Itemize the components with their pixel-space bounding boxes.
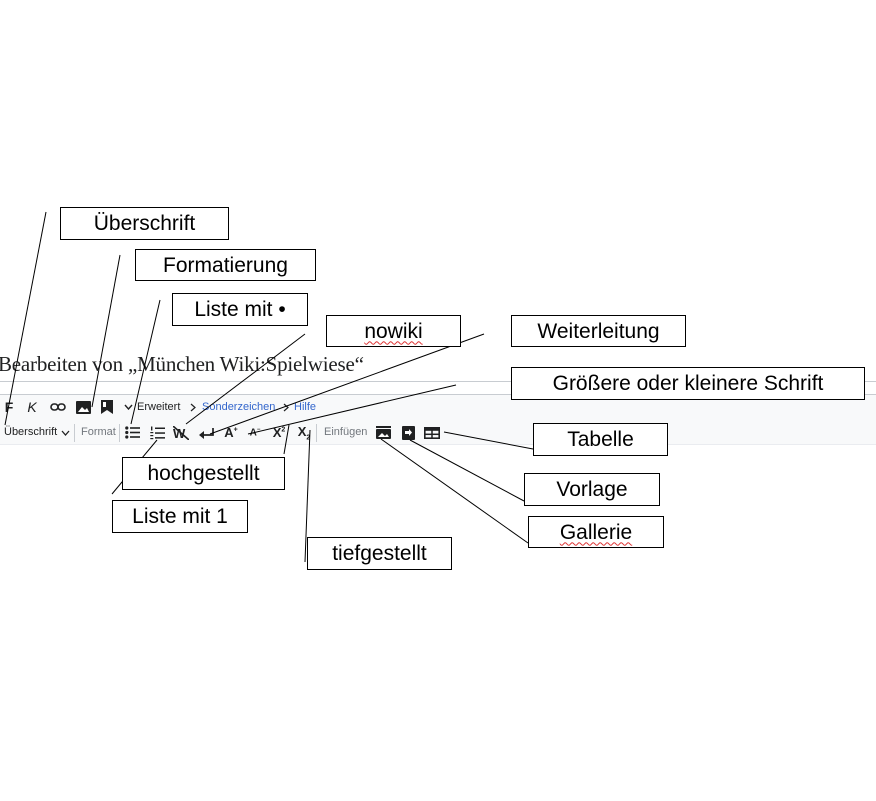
- smaller-font-button[interactable]: A−: [247, 424, 263, 441]
- heading-select[interactable]: Überschrift: [4, 426, 58, 438]
- text-bigger-icon: A+: [224, 425, 238, 440]
- callout-weiterleitung: Weiterleitung: [511, 315, 686, 347]
- superscript-icon: X2: [272, 425, 286, 440]
- link-button[interactable]: [49, 398, 67, 416]
- reference-button[interactable]: [99, 398, 115, 416]
- template-button[interactable]: [400, 424, 416, 441]
- gallery-button[interactable]: [375, 424, 392, 441]
- callout-liste-1: Liste mit 1: [112, 500, 248, 533]
- chevron-right-icon: [189, 401, 197, 413]
- page-title: Bearbeiten von „München Wiki:Spielwiese“: [0, 352, 364, 376]
- callout-nowiki-text: nowiki: [364, 319, 423, 343]
- toolbar-separator: [119, 424, 120, 442]
- bigger-font-button[interactable]: A+: [222, 424, 240, 441]
- image-button[interactable]: [74, 398, 92, 416]
- special-chars-tab[interactable]: Sonderzeichen: [202, 401, 276, 413]
- subscript-icon: X2: [297, 423, 311, 442]
- table-button[interactable]: [423, 424, 441, 441]
- insert-group-label: Einfügen: [324, 426, 368, 438]
- toolbar-separator: [316, 424, 317, 442]
- text-smaller-icon: A−: [249, 426, 261, 439]
- nowiki-button[interactable]: W: [172, 424, 190, 441]
- image-icon: [75, 400, 91, 414]
- table-icon: [424, 426, 440, 439]
- help-tab[interactable]: Hilfe: [294, 401, 317, 413]
- callout-tabelle: Tabelle: [533, 423, 668, 456]
- subscript-button[interactable]: X2: [296, 423, 312, 442]
- gallery-icon: [376, 426, 391, 439]
- superscript-button[interactable]: X2: [271, 424, 287, 441]
- numbered-list-button[interactable]: [149, 424, 166, 441]
- advanced-tab[interactable]: Erweitert: [137, 401, 181, 413]
- callout-ueberschrift: Überschrift: [60, 207, 229, 240]
- template-icon: [401, 425, 415, 440]
- format-group-label: Format: [81, 426, 116, 438]
- callout-gallerie: Gallerie: [528, 516, 664, 548]
- redirect-button[interactable]: [198, 424, 215, 441]
- callout-hochgestellt: hochgestellt: [122, 457, 285, 490]
- chevron-down-icon: [123, 404, 133, 410]
- bullet-list-button[interactable]: [124, 424, 141, 441]
- numbered-list-icon: [150, 426, 165, 439]
- callout-vorlage: Vorlage: [524, 473, 660, 506]
- more-dropdown[interactable]: [123, 400, 133, 414]
- callout-liste-bullet: Liste mit •: [172, 293, 308, 326]
- chevron-right-icon: [282, 401, 290, 413]
- italic-button[interactable]: K: [27, 399, 37, 415]
- bold-button[interactable]: F: [4, 399, 14, 415]
- callout-tiefgestellt: tiefgestellt: [307, 537, 452, 570]
- bookmark-icon: [101, 400, 113, 414]
- callout-gallerie-text: Gallerie: [559, 520, 633, 544]
- callout-formatierung: Formatierung: [135, 249, 316, 281]
- link-icon: [50, 403, 66, 411]
- bullet-list-icon: [125, 426, 140, 439]
- callout-schrift: Größere oder kleinere Schrift: [511, 367, 865, 400]
- nowiki-icon: W: [173, 425, 189, 440]
- callout-nowiki: nowiki: [326, 315, 461, 347]
- toolbar-separator: [74, 424, 75, 442]
- chevron-down-icon[interactable]: [60, 427, 70, 439]
- return-arrow-icon: [199, 427, 214, 439]
